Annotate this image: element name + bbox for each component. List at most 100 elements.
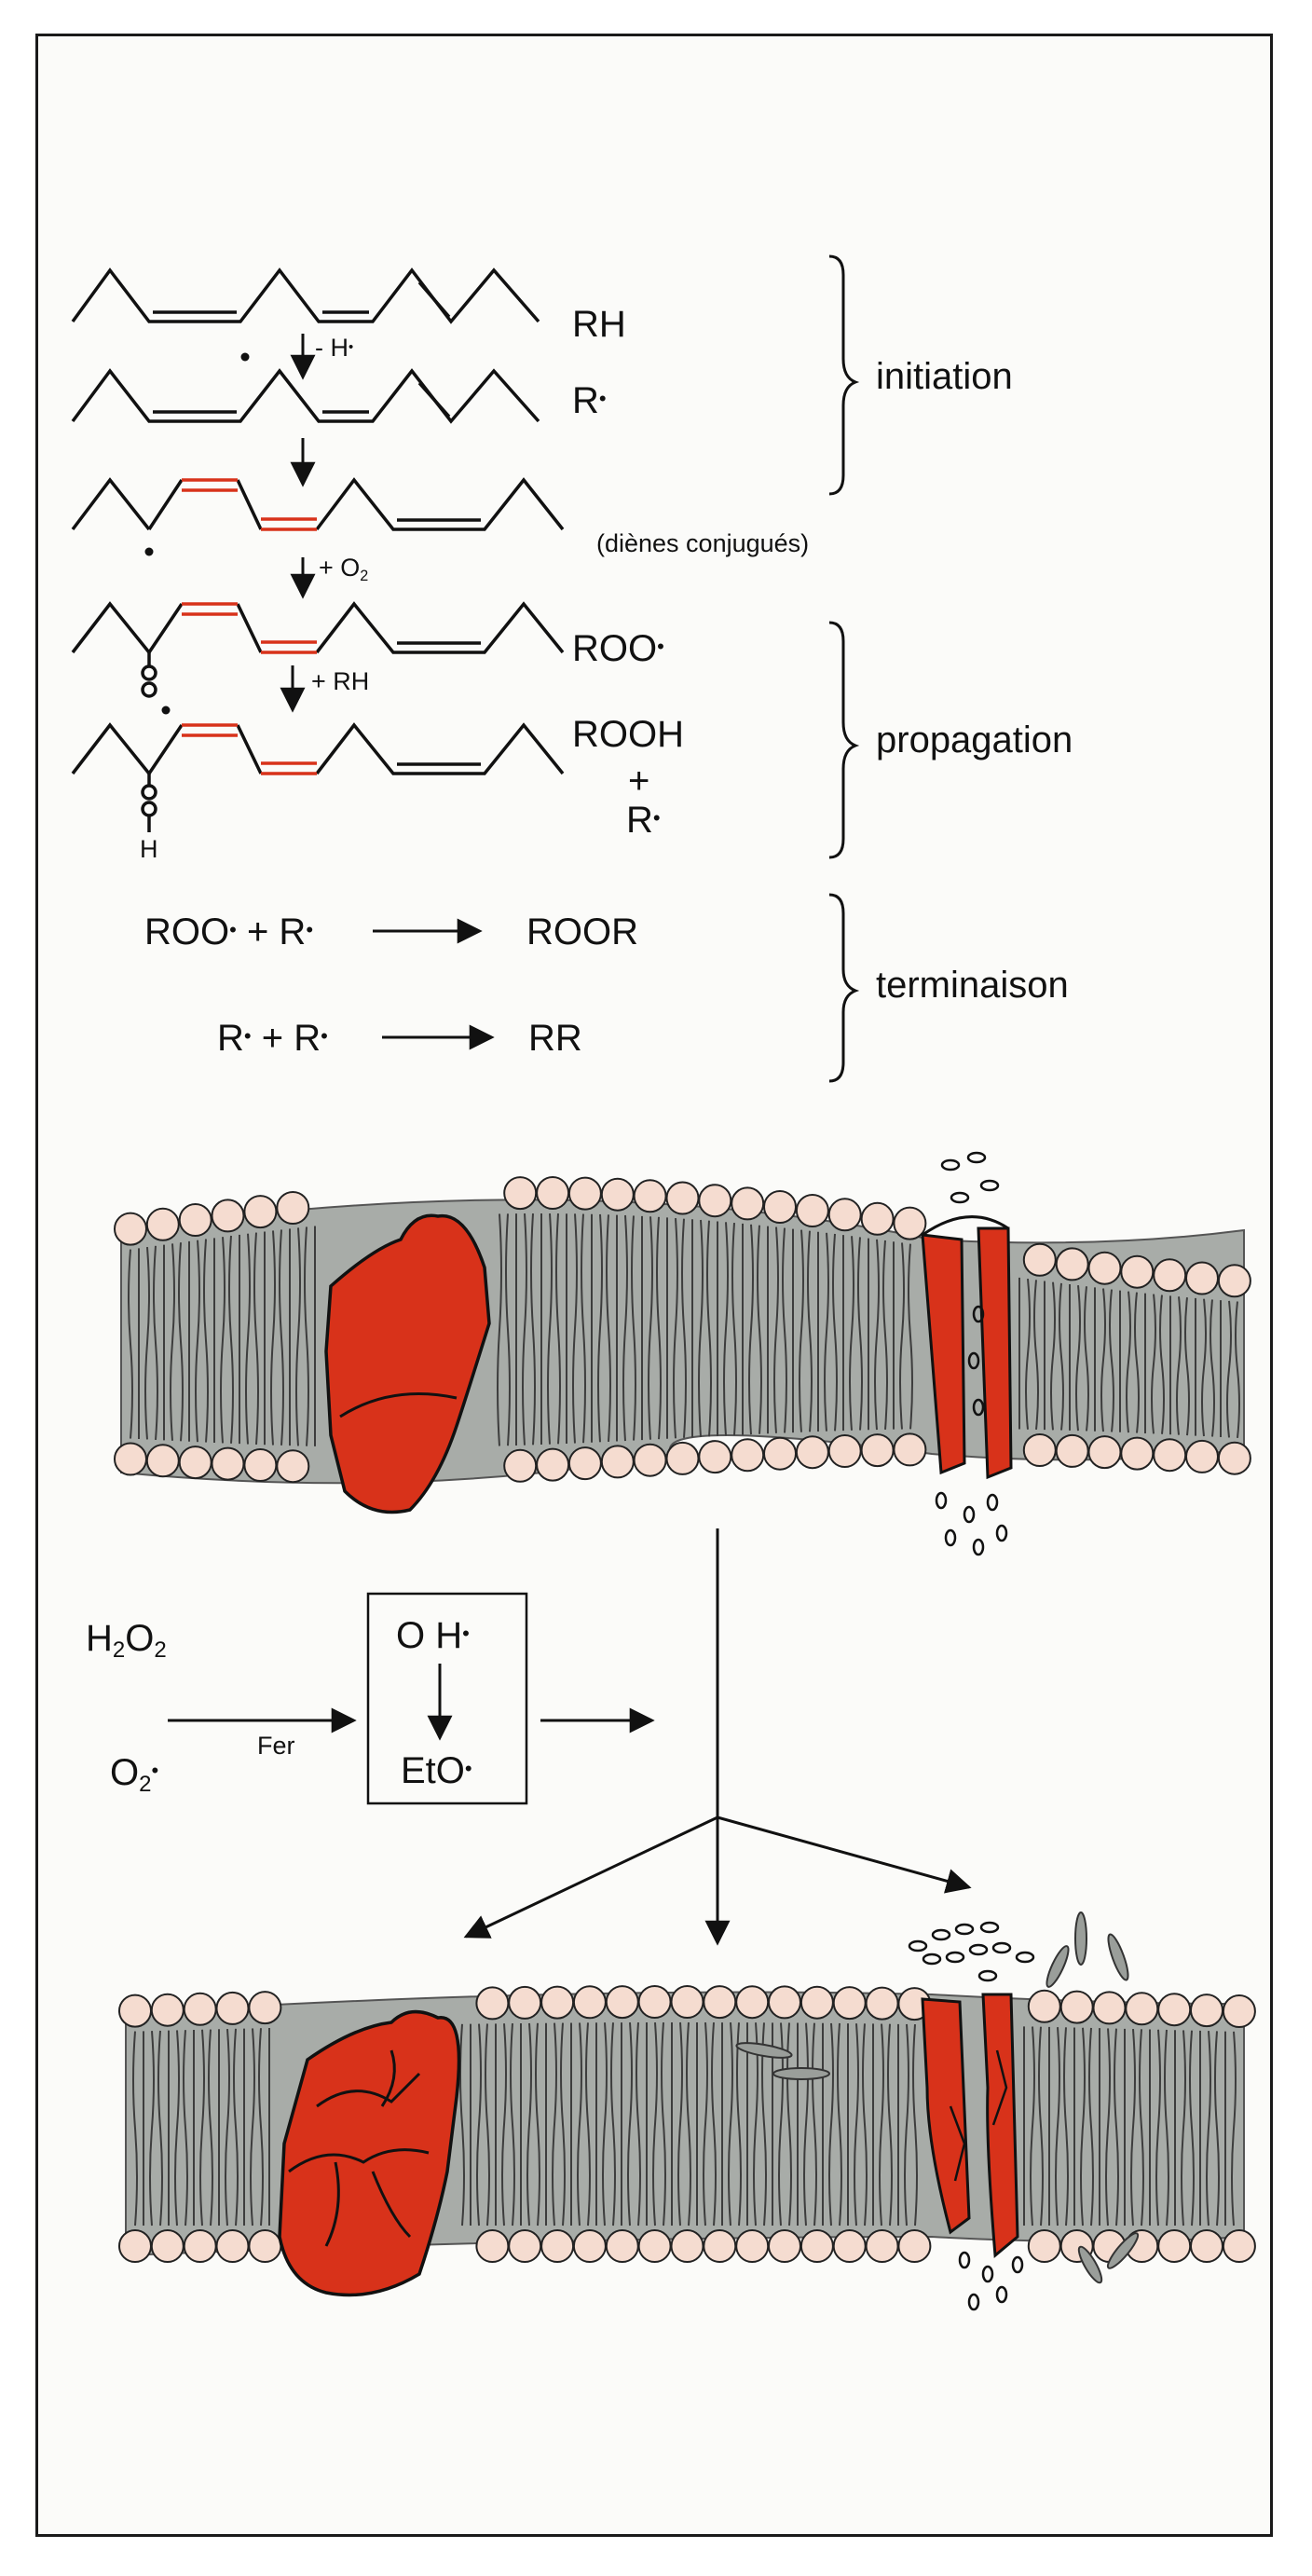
lipid-tail <box>1109 1289 1114 1432</box>
species-rr: RR <box>528 1018 582 1059</box>
lipid-head <box>735 1985 770 2020</box>
lipid-head <box>475 2229 510 2263</box>
lipid-head <box>1055 1433 1089 1468</box>
lipid-tail <box>661 2021 666 2227</box>
termination-eq2-left: R• + R• <box>217 1020 328 1057</box>
radical-dot-sup: • <box>348 339 354 355</box>
species-rh: RH <box>572 304 626 345</box>
species-roo: ROO• <box>572 630 664 667</box>
membrane-damaged-top-heads <box>118 1985 1256 2028</box>
lipid-tail <box>1059 1282 1064 1431</box>
lipid-tail <box>782 1227 787 1433</box>
lipid-head <box>150 1993 184 2027</box>
eq2-mid-text: + R <box>261 1018 321 1059</box>
lipid-tail <box>832 1233 838 1432</box>
channel-efflux-particles <box>935 1151 1008 1556</box>
lipid-head <box>827 1434 862 1468</box>
lipid-head <box>703 1985 737 2020</box>
lipid-head <box>1059 1990 1094 2024</box>
lipid-tail <box>1155 2029 1161 2227</box>
lipid-tail <box>622 1214 628 1442</box>
lipid-tail <box>203 1239 209 1443</box>
lipid-tail <box>879 2023 884 2227</box>
lipid-head <box>1027 2229 1061 2263</box>
lipid-head <box>633 1179 667 1213</box>
lipid-tail <box>1126 1291 1131 1433</box>
hydroxyl-text: O H <box>396 1615 463 1656</box>
lipid-tail <box>1114 2028 1119 2227</box>
lipid-head <box>1022 1433 1057 1467</box>
lipid-tail <box>799 1229 804 1432</box>
lipid-head <box>248 2229 282 2263</box>
species-r-text: R <box>572 380 599 421</box>
alkoxyl-text: EtO <box>401 1750 465 1791</box>
lipid-tail <box>627 2022 633 2227</box>
lipid-tail <box>706 1220 712 1437</box>
lipid-head <box>633 1443 667 1477</box>
lipid-head <box>1120 1436 1155 1471</box>
lipid-head <box>276 1449 310 1484</box>
lipid-head <box>795 1435 829 1470</box>
lipid-tail <box>698 1219 704 1437</box>
membrane-damaged-lipid-tails <box>132 2021 1237 2227</box>
lipid-tail <box>304 1226 309 1446</box>
lipid-tail <box>899 1242 905 1430</box>
species-r-second: R• <box>626 802 661 839</box>
lipid-tail <box>250 2028 255 2227</box>
lipid-tail <box>530 1213 536 1446</box>
lipid-head <box>795 1194 829 1227</box>
lipid-tail <box>459 2023 465 2227</box>
lipid-head <box>703 2229 737 2263</box>
lipid-head <box>865 1986 899 2021</box>
eq1-left-text: ROO <box>144 911 230 952</box>
radical-dot <box>161 706 171 715</box>
superoxide-o: O <box>110 1752 140 1793</box>
lipid-head <box>600 1177 635 1212</box>
lipid-tail <box>857 1237 863 1431</box>
lipid-head <box>698 1184 732 1218</box>
chain-r-radical <box>71 368 540 424</box>
lipid-head <box>800 1985 834 2020</box>
radical-dot-sup: • <box>657 635 664 659</box>
leak-particles <box>908 1921 1035 2311</box>
lipid-tail <box>636 2021 641 2227</box>
lipid-head <box>1153 1258 1187 1293</box>
lipid-tail <box>824 1232 829 1432</box>
lipid-tail <box>874 1239 880 1431</box>
lipid-head <box>731 1186 765 1221</box>
h2o2-sub1: 2 <box>112 1637 126 1664</box>
lipid-head <box>893 1432 927 1467</box>
lipid-tail <box>673 1217 678 1439</box>
lipid-tail <box>711 2021 717 2227</box>
lipid-tail <box>295 1227 301 1446</box>
eq1-mid-text: + R <box>246 911 307 952</box>
lipid-head <box>211 1446 245 1481</box>
lipid-head <box>637 1985 672 2019</box>
species-plus: + <box>628 760 650 802</box>
radical-box <box>366 1592 528 1805</box>
lipid-head <box>1120 1254 1155 1289</box>
lipid-tail <box>1025 1278 1031 1430</box>
lipid-head <box>567 1176 602 1211</box>
lipid-head <box>508 1985 542 2020</box>
lipid-tail <box>1181 2030 1186 2227</box>
lipid-head <box>1190 2229 1223 2263</box>
lipid-head <box>1222 1994 1256 2028</box>
lipid-tail <box>279 1229 284 1446</box>
lipid-tail <box>1210 1299 1215 1437</box>
lipid-head <box>1125 1992 1159 2026</box>
lipid-tail <box>812 2022 817 2227</box>
chain-peroxyl <box>71 601 565 698</box>
radical-dot-sup: • <box>464 1757 472 1781</box>
lipid-head <box>475 1986 510 2021</box>
lipid-head <box>605 2229 639 2263</box>
lipid-head <box>183 1992 217 2026</box>
lipid-head <box>536 1447 570 1482</box>
lipid-head <box>1185 1261 1219 1295</box>
lipid-head <box>832 2229 867 2263</box>
lipid-tail <box>526 2022 532 2227</box>
chain-hydroperoxide <box>71 722 565 832</box>
superoxide-sub: 2 <box>139 1772 152 1798</box>
radical-dot <box>144 547 154 556</box>
